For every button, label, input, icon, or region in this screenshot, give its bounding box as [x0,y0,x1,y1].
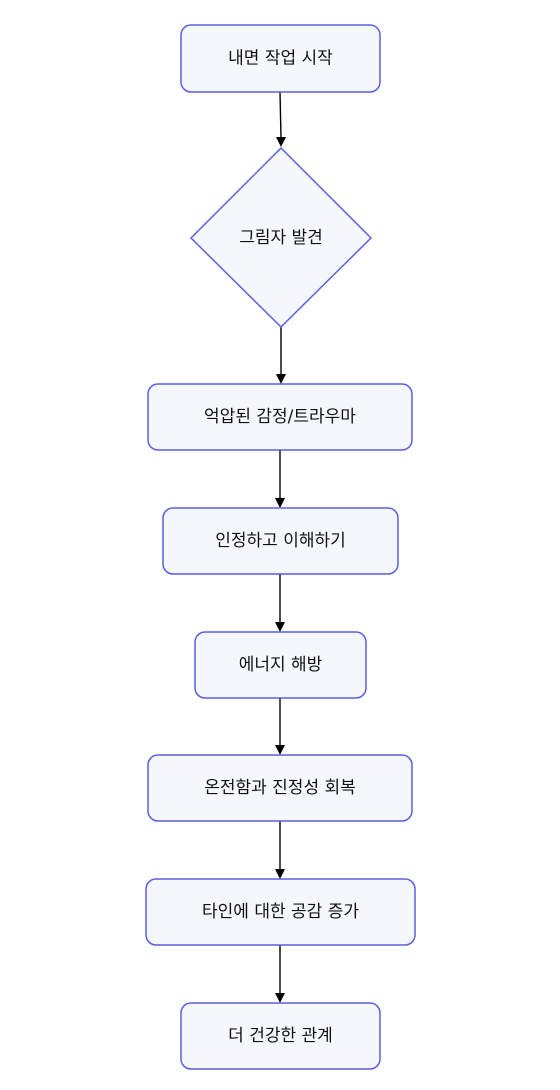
node-recover-label: 온전함과 진정성 회복 [204,778,356,798]
node-start: 내면 작업 시작 [180,24,381,93]
edge-start-to-shadow [276,91,286,147]
node-empathy-box [145,878,416,946]
node-repressed-box [147,383,413,451]
node-empathy: 타인에 대한 공감 증가 [145,878,416,946]
node-relation-box [180,1002,381,1070]
node-start-label: 내면 작업 시작 [228,49,333,69]
edge-shadow-to-repressed [276,327,286,384]
node-accept: 인정하고 이해하기 [162,507,399,575]
node-recover: 온전함과 진정성 회복 [147,754,413,822]
node-repressed: 억압된 감정/트라우마 [147,383,413,451]
edges [275,91,286,1003]
node-shadow: 그림자 발견 [189,146,373,329]
edge-empathy-to-relation [275,945,285,1003]
edge-recover-to-empathy [275,821,285,879]
node-shadow-label: 그림자 발견 [239,228,323,248]
node-repressed-label: 억압된 감정/트라우마 [204,407,356,427]
node-release-box [194,631,367,699]
edge-repressed-to-accept [275,450,285,508]
node-accept-box [162,507,399,575]
node-relation-label: 더 건강한 관계 [228,1026,333,1046]
node-release-label: 에너지 해방 [239,655,323,675]
node-release: 에너지 해방 [194,631,367,699]
edge-release-to-recover [275,698,285,755]
node-start-box [180,24,381,93]
edge-accept-to-release [275,574,285,632]
node-relation: 더 건강한 관계 [180,1002,381,1070]
node-empathy-label: 타인에 대한 공감 증가 [202,902,359,922]
node-recover-box [147,754,413,822]
node-shadow-diamond [189,146,373,329]
node-accept-label: 인정하고 이해하기 [215,531,346,551]
